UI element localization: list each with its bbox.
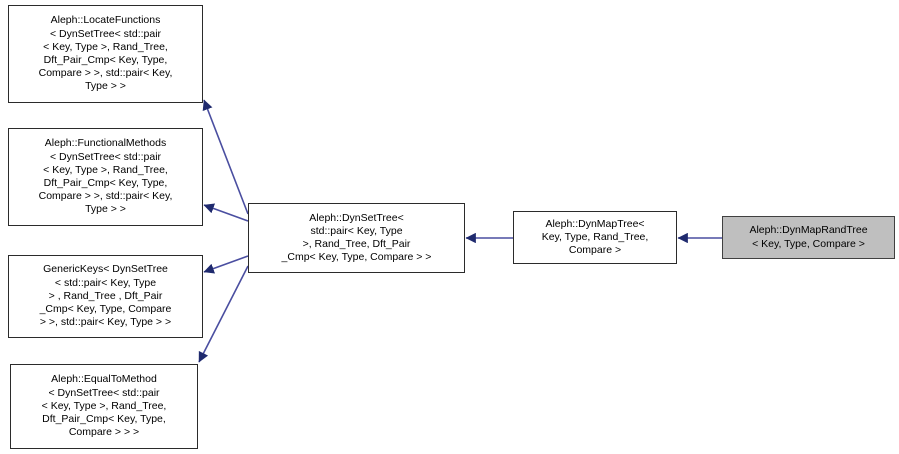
class-node-dyn-set-tree[interactable]: Aleph::DynSetTree< std::pair< Key, Type … — [248, 203, 465, 273]
class-node-locate-functions[interactable]: Aleph::LocateFunctions < DynSetTree< std… — [8, 5, 203, 103]
edge-dynsettree-to-locatefunctions — [202, 99, 249, 215]
class-node-label: Aleph::LocateFunctions < DynSetTree< std… — [38, 14, 173, 93]
class-node-label: GenericKeys< DynSetTree < std::pair< Key… — [39, 263, 172, 329]
edge-dynsettree-to-equaltomethod — [198, 265, 249, 363]
class-node-dyn-map-tree[interactable]: Aleph::DynMapTree< Key, Type, Rand_Tree,… — [513, 211, 677, 264]
edge-dynsettree-to-generickeys — [203, 255, 249, 274]
class-node-label: Aleph::FunctionalMethods < DynSetTree< s… — [38, 137, 173, 216]
edge-dynsettree-to-functionalmethods — [203, 203, 249, 222]
class-node-label: Aleph::DynMapTree< Key, Type, Rand_Tree,… — [541, 217, 649, 257]
class-node-functional-methods[interactable]: Aleph::FunctionalMethods < DynSetTree< s… — [8, 128, 203, 226]
class-node-label: Aleph::EqualToMethod < DynSetTree< std::… — [41, 373, 167, 439]
class-node-generic-keys[interactable]: GenericKeys< DynSetTree < std::pair< Key… — [8, 255, 203, 338]
class-node-dyn-map-rand-tree[interactable]: Aleph::DynMapRandTree < Key, Type, Compa… — [722, 216, 895, 259]
class-node-label: Aleph::DynSetTree< std::pair< Key, Type … — [281, 211, 432, 264]
class-node-equal-to-method[interactable]: Aleph::EqualToMethod < DynSetTree< std::… — [10, 364, 198, 449]
class-node-label: Aleph::DynMapRandTree < Key, Type, Compa… — [749, 224, 868, 250]
